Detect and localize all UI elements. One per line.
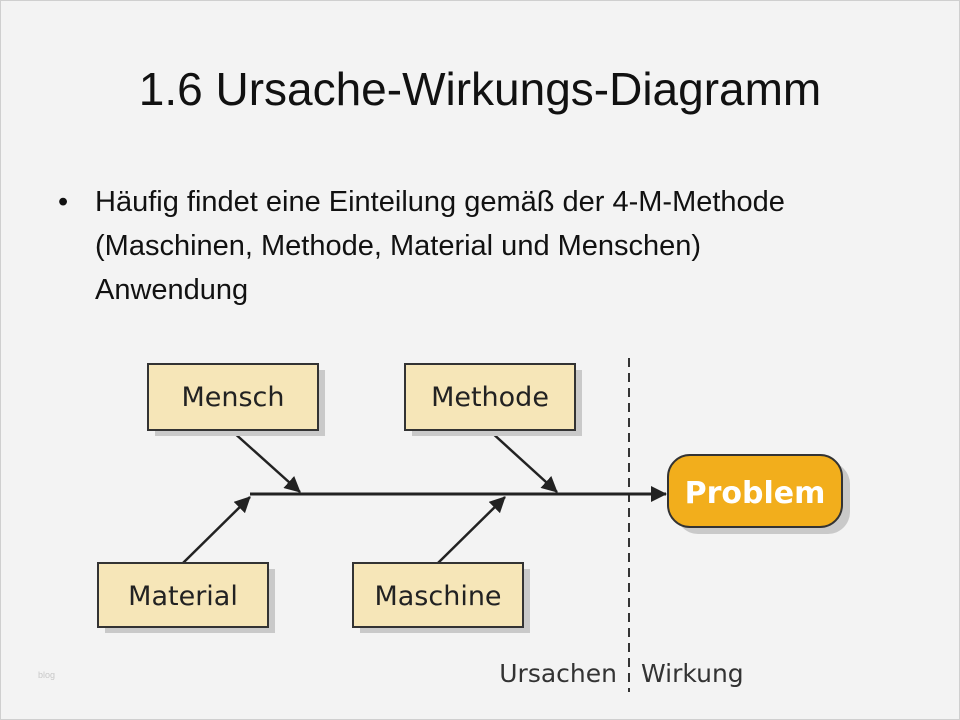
watermark: blog xyxy=(38,670,56,680)
cause-box-material: Material xyxy=(97,562,275,633)
arrow-methode xyxy=(489,430,558,493)
bullet-marker: • xyxy=(58,186,69,218)
slide-title: 1.6 Ursache-Wirkungs-Diagramm xyxy=(138,63,822,115)
cause-box-mensch: Mensch xyxy=(147,363,325,436)
causes-label: Ursachen xyxy=(499,659,617,688)
cause-box-methode: Methode xyxy=(404,363,582,436)
bullet-text: Häufig findet eine Einteilung gemäß der … xyxy=(95,186,785,306)
cause-label-maschine: Maschine xyxy=(374,581,501,612)
effect-box-problem: Problem xyxy=(667,454,850,534)
cause-label-methode: Methode xyxy=(431,382,549,413)
effect-label: Problem xyxy=(685,476,826,511)
cause-label-mensch: Mensch xyxy=(181,382,284,413)
effect-side-label: Wirkung xyxy=(641,659,744,688)
arrow-maschine xyxy=(437,496,506,564)
arrow-mensch xyxy=(231,430,301,493)
arrow-material xyxy=(182,496,251,564)
cause-label-material: Material xyxy=(128,581,238,612)
cause-box-maschine: Maschine xyxy=(352,562,530,633)
